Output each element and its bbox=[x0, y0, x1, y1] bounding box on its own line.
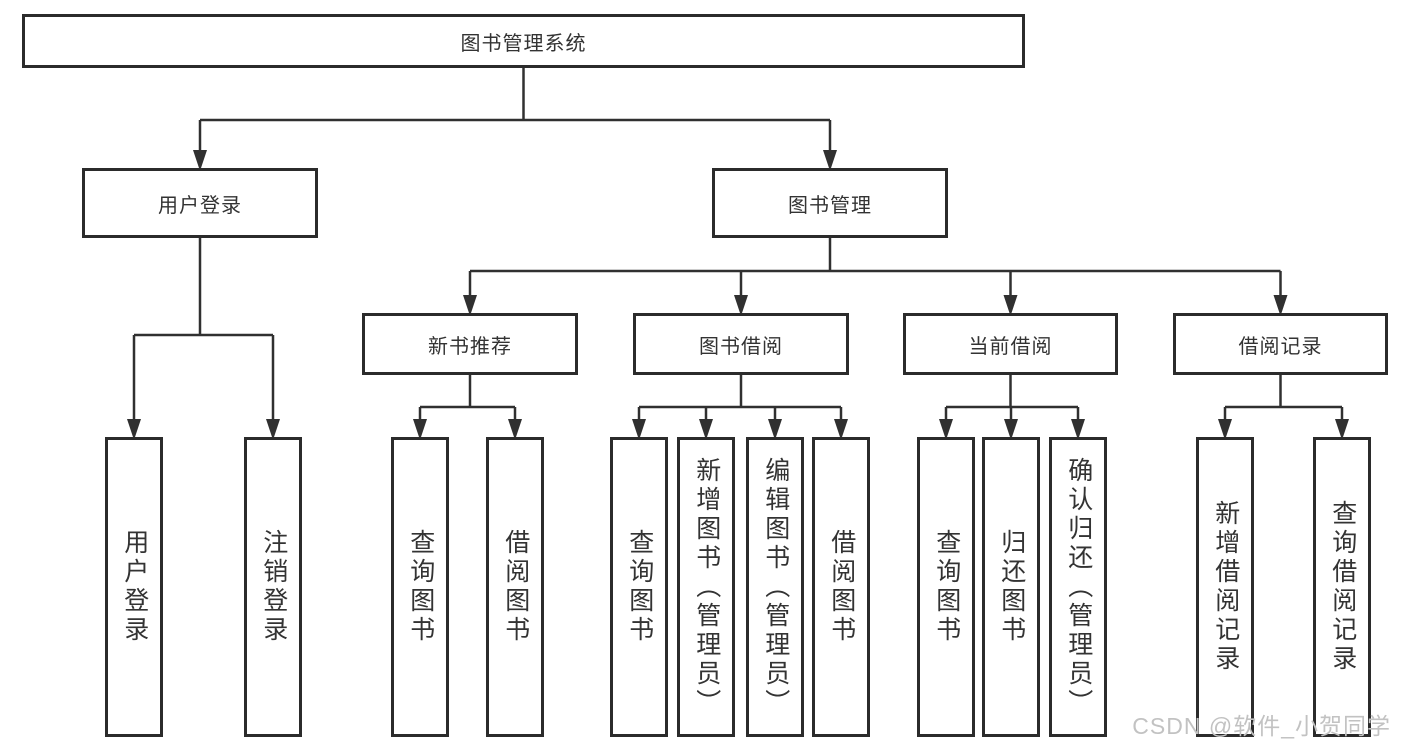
node-label-logout: 注销登录 bbox=[259, 529, 288, 645]
node-borrow-book-1: 借阅图书 bbox=[486, 437, 544, 737]
node-query-book-2: 查询图书 bbox=[610, 437, 668, 737]
node-label-query-borrow-record: 查询借阅记录 bbox=[1328, 500, 1357, 674]
arrowhead-icon bbox=[939, 419, 953, 440]
node-label-confirm-return: 确认归还（管理员） bbox=[1064, 456, 1093, 718]
node-query-book-1: 查询图书 bbox=[391, 437, 449, 737]
arrowhead-icon bbox=[508, 419, 522, 440]
node-book-mgmt: 图书管理 bbox=[712, 168, 948, 238]
node-logout: 注销登录 bbox=[244, 437, 302, 737]
node-borrow-record: 借阅记录 bbox=[1173, 313, 1388, 375]
node-add-book: 新增图书（管理员） bbox=[677, 437, 735, 737]
node-return-book: 归还图书 bbox=[982, 437, 1040, 737]
arrowhead-icon bbox=[1335, 419, 1349, 440]
arrowhead-icon bbox=[699, 419, 713, 440]
node-label-new-book-rec: 新书推荐 bbox=[428, 335, 512, 358]
node-label-add-book: 新增图书（管理员） bbox=[692, 456, 721, 718]
node-query-borrow-record: 查询借阅记录 bbox=[1313, 437, 1371, 737]
node-current-borrow: 当前借阅 bbox=[903, 313, 1118, 375]
arrowhead-icon bbox=[1218, 419, 1232, 440]
node-root: 图书管理系统 bbox=[22, 14, 1025, 68]
arrowhead-icon bbox=[1071, 419, 1085, 440]
node-label-query-book-2: 查询图书 bbox=[625, 529, 654, 645]
node-label-user-login-leaf: 用户登录 bbox=[120, 529, 149, 645]
node-user-login-leaf: 用户登录 bbox=[105, 437, 163, 737]
arrowhead-icon bbox=[266, 419, 280, 440]
arrowhead-icon bbox=[193, 150, 207, 171]
arrowhead-icon bbox=[823, 150, 837, 171]
node-label-return-book: 归还图书 bbox=[997, 529, 1026, 645]
node-label-query-book-1: 查询图书 bbox=[406, 529, 435, 645]
node-add-borrow-record: 新增借阅记录 bbox=[1196, 437, 1254, 737]
node-borrow-book-2: 借阅图书 bbox=[812, 437, 870, 737]
arrowhead-icon bbox=[1004, 419, 1018, 440]
node-label-borrow-book-2: 借阅图书 bbox=[827, 529, 856, 645]
node-user-login: 用户登录 bbox=[82, 168, 318, 238]
node-confirm-return: 确认归还（管理员） bbox=[1049, 437, 1107, 737]
node-new-book-rec: 新书推荐 bbox=[362, 313, 578, 375]
arrowhead-icon bbox=[834, 419, 848, 440]
node-query-book-3: 查询图书 bbox=[917, 437, 975, 737]
node-label-book-borrow: 图书借阅 bbox=[699, 335, 783, 358]
csdn-watermark: CSDN @软件_小贺同学 bbox=[1132, 713, 1391, 739]
arrowhead-icon bbox=[413, 419, 427, 440]
arrowhead-icon bbox=[1273, 295, 1288, 316]
arrowhead-icon bbox=[734, 295, 748, 316]
node-label-user-login: 用户登录 bbox=[158, 194, 242, 217]
arrowhead-icon bbox=[768, 419, 782, 440]
node-label-query-book-3: 查询图书 bbox=[932, 529, 961, 645]
arrowhead-icon bbox=[463, 295, 477, 316]
arrowhead-icon bbox=[1003, 295, 1018, 316]
node-label-borrow-record: 借阅记录 bbox=[1238, 335, 1323, 358]
node-book-borrow: 图书借阅 bbox=[633, 313, 849, 375]
node-label-borrow-book-1: 借阅图书 bbox=[501, 529, 530, 645]
node-edit-book: 编辑图书（管理员） bbox=[746, 437, 804, 737]
arrowhead-icon bbox=[632, 419, 646, 440]
node-label-add-borrow-record: 新增借阅记录 bbox=[1211, 500, 1240, 674]
node-label-current-borrow: 当前借阅 bbox=[968, 335, 1053, 358]
arrowhead-icon bbox=[127, 419, 141, 440]
node-label-root: 图书管理系统 bbox=[460, 32, 587, 55]
node-label-edit-book: 编辑图书（管理员） bbox=[761, 456, 790, 718]
node-label-book-mgmt: 图书管理 bbox=[788, 194, 872, 217]
